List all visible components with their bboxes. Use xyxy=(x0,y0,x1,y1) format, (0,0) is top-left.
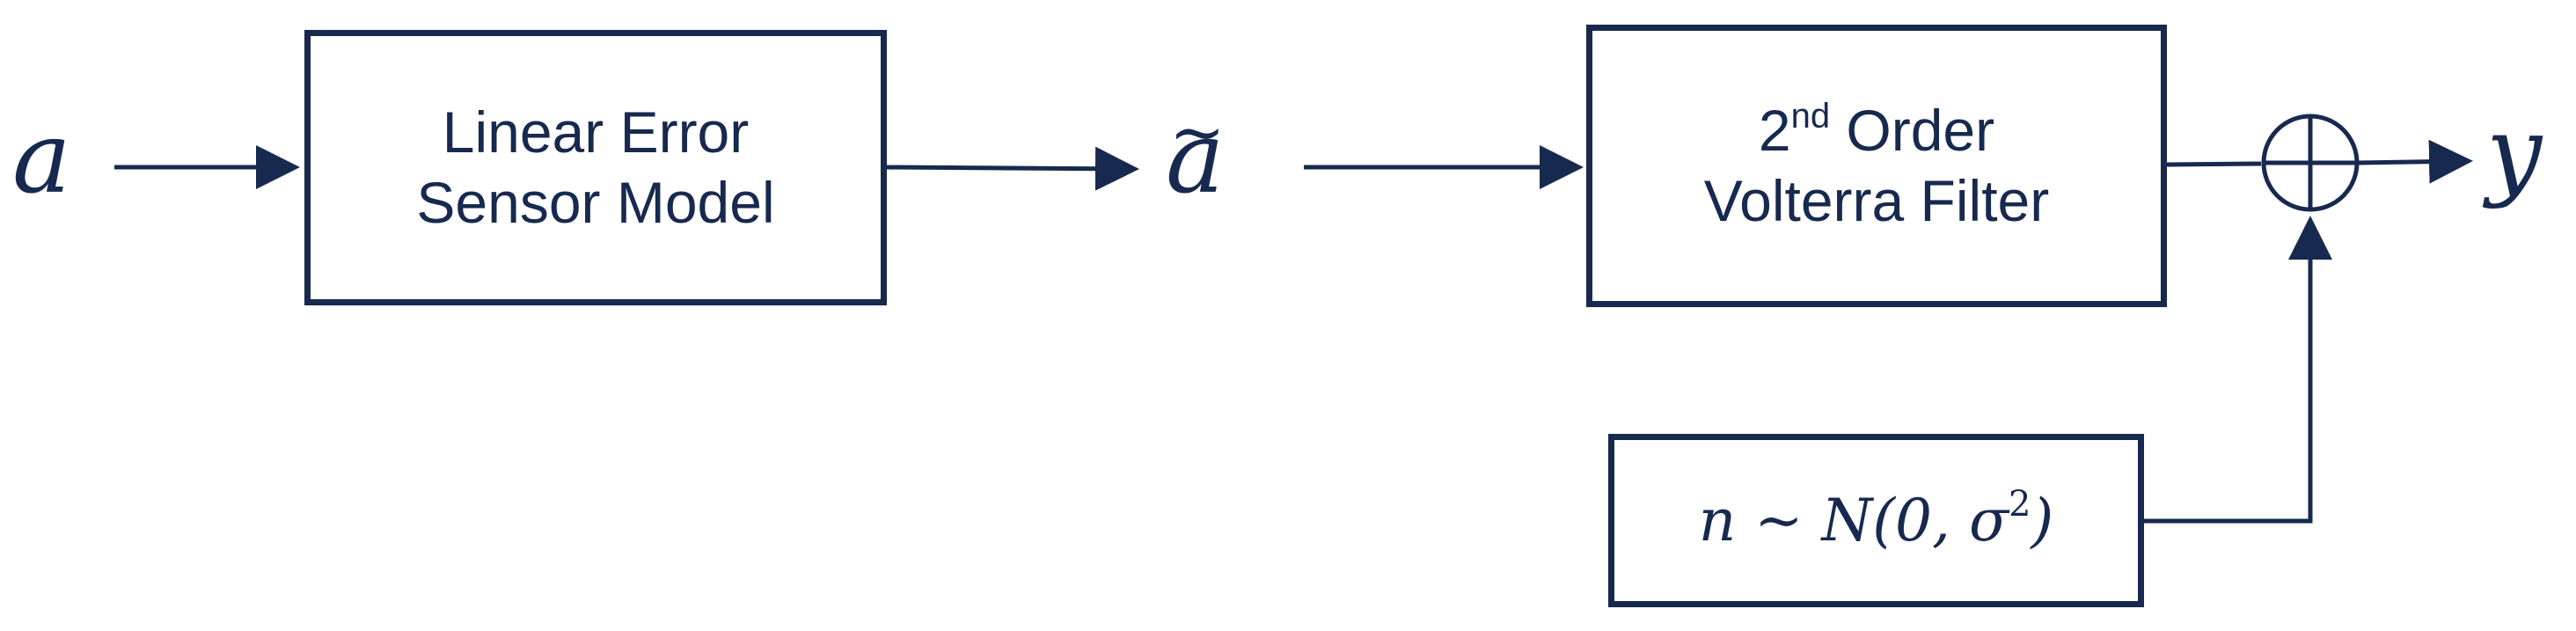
volterra-block-line1: 2nd Order xyxy=(1759,96,1994,165)
linear-block-line2: Sensor Model xyxy=(416,169,775,235)
summing-junction xyxy=(2261,114,2360,212)
tilde-accent: ~ xyxy=(1169,92,1226,171)
volterra-filter-block: 2nd Order Volterra Filter xyxy=(1586,25,2167,307)
distributed-as: ~ xyxy=(1736,486,1822,554)
sensor-output-a-tilde: a xyxy=(1166,101,1225,216)
output-signal-y: y xyxy=(2486,96,2543,210)
arrow-linear-to-atilde xyxy=(886,146,1139,191)
volterra-block-line2: Volterra Filter xyxy=(1703,167,2050,233)
arrow-sum-to-y xyxy=(2357,139,2473,184)
noise-expression: n ~ N(0, σ2) xyxy=(1699,486,2054,555)
distribution-params: (0, σ xyxy=(1872,486,2009,554)
noise-source-block: n ~ N(0, σ2) xyxy=(1608,434,2144,607)
linear-error-sensor-model-block: Linear Error Sensor Model xyxy=(304,30,887,305)
input-signal-a: a xyxy=(12,101,71,216)
distribution-close: ) xyxy=(2031,486,2054,554)
noise-variable: n xyxy=(1698,486,1737,554)
path-noise-to-sum xyxy=(2144,216,2332,524)
variance-exponent: 2 xyxy=(2009,483,2031,525)
order-number: 2 xyxy=(1758,98,1791,164)
order-suffix: nd xyxy=(1790,97,1831,136)
order-label: Order xyxy=(1830,98,1995,164)
line-volterra-to-sum xyxy=(2166,161,2262,167)
normal-distribution-symbol: N xyxy=(1821,486,1873,554)
linear-block-line1: Linear Error xyxy=(442,99,750,165)
